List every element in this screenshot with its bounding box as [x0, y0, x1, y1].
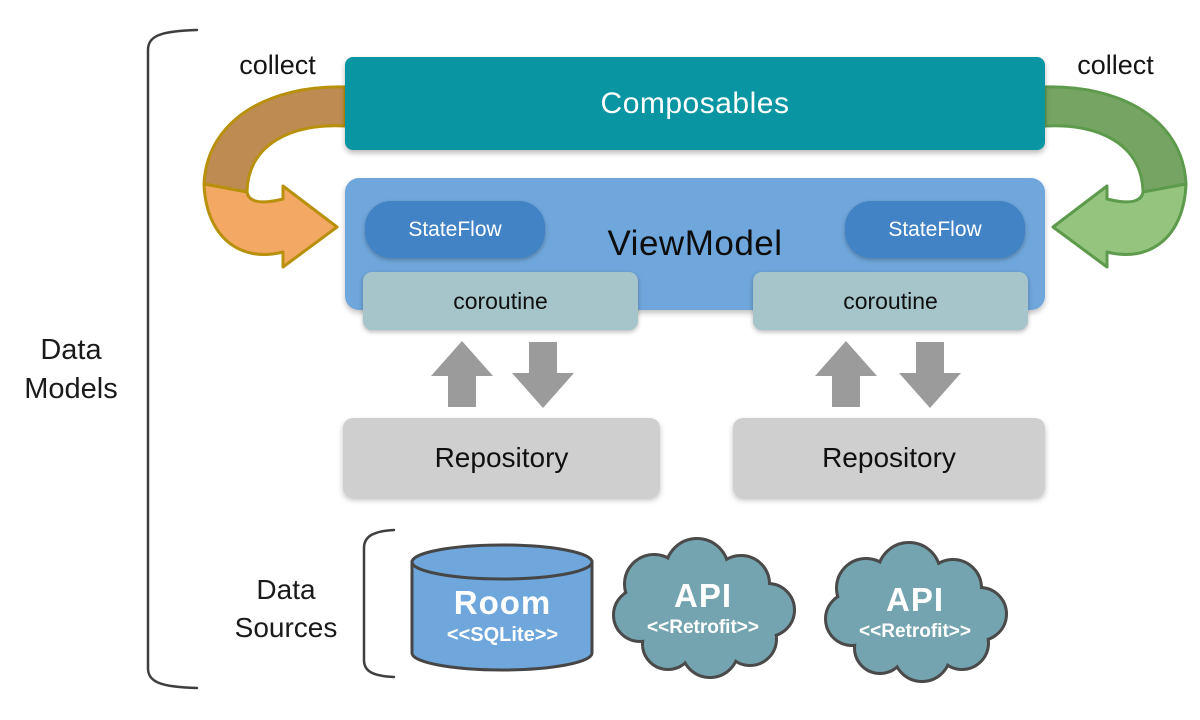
coroutine-box-right: coroutine — [753, 272, 1028, 330]
repository-box-right: Repository — [733, 418, 1045, 497]
composables-box-label: Composables — [600, 86, 790, 120]
api-cloud-left-subtitle: <<Retrofit>> — [647, 617, 759, 638]
collect-arrow-left-icon — [202, 85, 347, 269]
collect-arrow-right-light-band — [1051, 182, 1188, 269]
collect-label-left: collect — [239, 50, 316, 80]
viewmodel-box-label: ViewModel — [607, 224, 783, 263]
data-sources-label-line1: Data — [256, 574, 316, 605]
database-cylinder-icon — [410, 543, 594, 672]
api-cloud-label-right: API <<Retrofit>> — [825, 581, 1005, 645]
room-database-subtitle: <<SQLite>> — [446, 624, 559, 646]
data-sources-label-line2: Sources — [234, 612, 338, 643]
room-database-label: Room <<SQLite>> — [412, 584, 593, 648]
stateflow-badge-left-label: StateFlow — [408, 217, 502, 241]
api-cloud-left-title: API — [673, 577, 732, 614]
repository-box-left: Repository — [343, 418, 660, 497]
api-cloud-right-title: API — [885, 581, 944, 618]
collect-arrow-right-dark-band — [1043, 85, 1188, 194]
coroutine-box-right-label: coroutine — [843, 287, 938, 314]
data-sources-bracket — [362, 528, 396, 679]
data-models-label-line2: Models — [24, 373, 118, 405]
cloud-icon-left — [612, 537, 796, 679]
up-arrow-icon-right — [815, 341, 877, 407]
data-models-bracket — [146, 28, 199, 690]
down-arrow-icon-right — [899, 342, 961, 408]
cloud-icon-right — [824, 541, 1008, 683]
collect-arrow-right-icon — [1043, 85, 1188, 269]
coroutine-box-left: coroutine — [363, 272, 638, 330]
stateflow-badge-right-label: StateFlow — [888, 217, 982, 241]
api-cloud-label-left: API <<Retrofit>> — [613, 577, 793, 641]
composables-box: Composables — [345, 57, 1045, 150]
repository-box-right-label: Repository — [822, 441, 956, 473]
repository-box-left-label: Repository — [434, 441, 569, 473]
data-models-label: Data Models — [8, 331, 134, 409]
data-sources-label: Data Sources — [220, 571, 352, 647]
stateflow-badge-right: StateFlow — [845, 201, 1025, 258]
collect-arrow-left-light-band — [202, 182, 339, 269]
collect-label-right: collect — [1077, 50, 1154, 80]
stateflow-badge-left: StateFlow — [365, 201, 545, 258]
down-arrow-icon-left — [512, 342, 574, 408]
database-cylinder-top — [410, 543, 594, 581]
api-cloud-right-subtitle: <<Retrofit>> — [859, 621, 971, 642]
data-models-label-line1: Data — [40, 334, 102, 366]
coroutine-box-left-label: coroutine — [453, 287, 548, 314]
up-arrow-icon-left — [431, 341, 493, 407]
collect-arrow-left-dark-band — [202, 85, 347, 194]
room-database-title: Room — [453, 584, 552, 621]
database-cylinder-body — [410, 560, 594, 672]
